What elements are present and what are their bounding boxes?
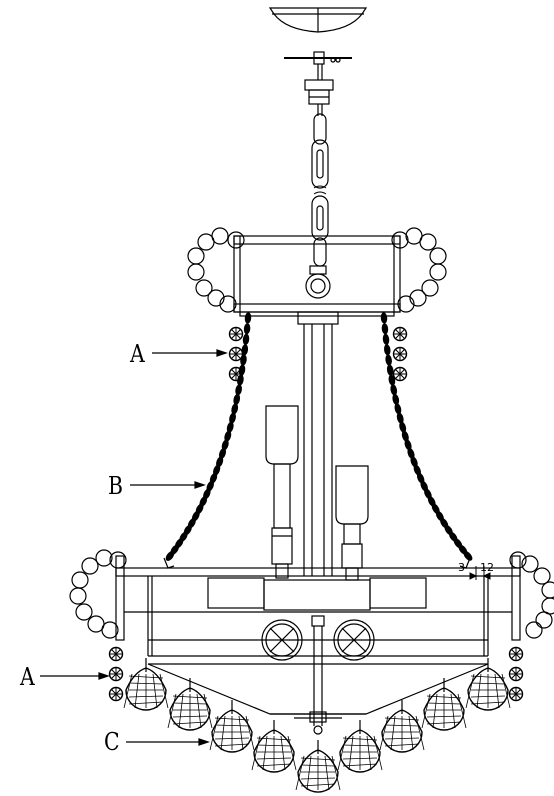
rosette-bead-6 <box>108 646 124 662</box>
bead-garland-1 <box>391 227 447 313</box>
hanging-rod-fitting <box>304 79 334 116</box>
callout-leaders <box>40 349 228 746</box>
rosette-bead-8 <box>108 686 124 702</box>
rosette-bead-11 <box>508 686 524 702</box>
crystal-ball-3 <box>251 720 297 773</box>
callout-a-lower: A <box>20 663 35 691</box>
bead-strand-right <box>380 312 473 561</box>
dimension-marker <box>456 566 506 580</box>
dimension-value-left: 3 <box>458 561 465 574</box>
strand-hooks <box>163 557 471 569</box>
bottom-column <box>309 615 327 735</box>
bottom-frame <box>115 555 521 719</box>
candle-right <box>335 465 369 581</box>
rosette-bead-7 <box>108 666 124 682</box>
bead-garland-0 <box>187 227 245 313</box>
bead-garland-2 <box>69 549 127 639</box>
ornaments <box>69 227 554 793</box>
crystal-ball-2 <box>209 700 255 753</box>
bobeche-left <box>261 619 303 661</box>
center-column <box>297 311 339 576</box>
rosette-bead-9 <box>508 646 524 662</box>
top-frame <box>233 235 401 317</box>
crystal-ball-7 <box>421 678 467 731</box>
crystal-ball-8 <box>465 658 511 711</box>
chain <box>311 113 329 267</box>
callout-a-upper: A <box>130 340 145 368</box>
rosette-bead-4 <box>392 346 408 362</box>
callout-c: C <box>104 728 120 756</box>
crystal-ball-1 <box>167 678 213 731</box>
center-ring <box>305 265 331 299</box>
rosette-bead-5 <box>392 366 408 382</box>
rosette-bead-10 <box>508 666 524 682</box>
rosette-bead-3 <box>392 326 408 342</box>
crystal-ball-0 <box>123 658 169 711</box>
bead-garland-3 <box>509 551 554 639</box>
mounting-crossbar <box>284 51 352 80</box>
crystal-ball-4 <box>295 740 341 793</box>
dimension-value-right: 12 <box>480 561 494 574</box>
bead-strand-left <box>165 312 252 561</box>
callout-b: B <box>108 472 123 500</box>
bobeche-right <box>333 619 375 661</box>
crystal-ball-6 <box>379 700 425 753</box>
ceiling-canopy <box>268 7 368 33</box>
crystal-ball-5 <box>337 720 383 773</box>
candle-left <box>265 405 299 579</box>
rosette-bead-0 <box>228 326 244 342</box>
